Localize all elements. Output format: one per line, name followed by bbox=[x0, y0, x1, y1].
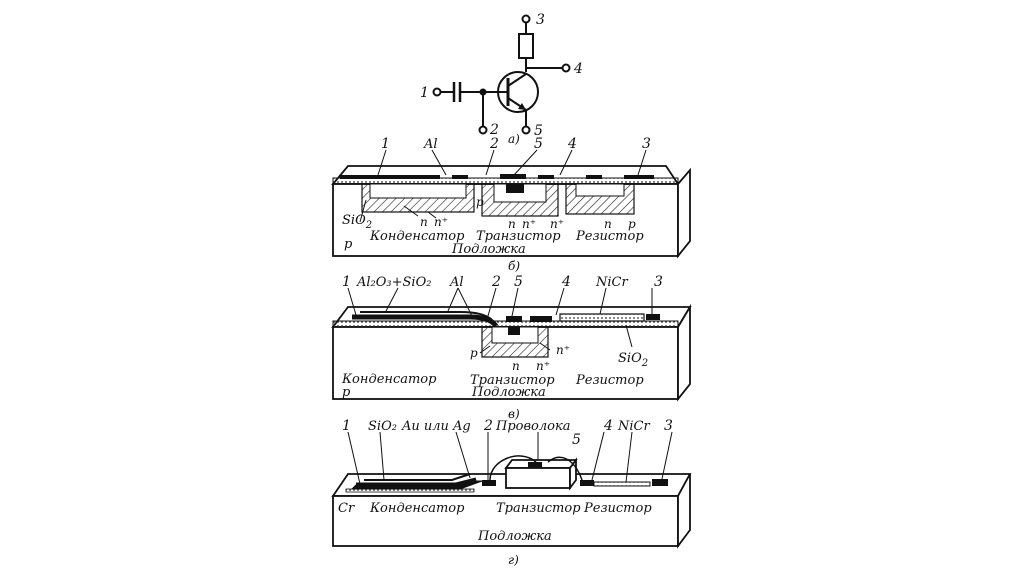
b-label-p-base: p bbox=[476, 195, 484, 209]
b-label-transistor: Транзистор bbox=[476, 229, 561, 244]
b-callout-3: 3 bbox=[642, 136, 651, 152]
panel-g-labels: 1 SiO₂ Au или Ag 2 Проволока 5 4 NiCr 3 … bbox=[338, 418, 673, 567]
terminal-label-1: 1 bbox=[420, 85, 429, 101]
g-callout-5: 5 bbox=[572, 432, 581, 448]
b-callout-al: Al bbox=[423, 137, 438, 152]
g-label-resistor: Резистор bbox=[583, 501, 652, 516]
v-callout-4: 4 bbox=[561, 274, 571, 290]
v-label-substrate: Подложка bbox=[471, 385, 546, 400]
terminal-label-4: 4 bbox=[573, 61, 583, 77]
g-callout-au-ag: Au или Ag bbox=[401, 419, 471, 434]
terminal-label-3: 3 bbox=[536, 12, 545, 28]
g-callout-2: 2 bbox=[483, 418, 493, 434]
g-label-transistor: Транзистор bbox=[496, 501, 581, 516]
b-label-sio2: SiO2 bbox=[342, 213, 372, 231]
b-label-p-res: p bbox=[628, 217, 636, 231]
caption-v: в) bbox=[508, 407, 520, 421]
b-label-n-tr: n bbox=[508, 217, 516, 231]
v-callout-2: 2 bbox=[491, 274, 501, 290]
v-callout-al2o3-sio2: Al₂O₃+SiO₂ bbox=[356, 275, 431, 290]
terminal-label-2: 2 bbox=[489, 122, 499, 138]
g-callout-nicr: NiCr bbox=[617, 419, 650, 434]
g-label-substrate: Подложка bbox=[477, 529, 552, 544]
v-label-sio2: SiO2 bbox=[618, 351, 648, 369]
v-callout-5: 5 bbox=[514, 274, 523, 290]
b-label-resistor: Резистор bbox=[575, 229, 644, 244]
v-label-n-plus: n⁺ bbox=[536, 359, 550, 373]
b-callout-1: 1 bbox=[381, 136, 390, 152]
caption-g: г) bbox=[508, 553, 519, 567]
v-label-p-substrate: p bbox=[342, 385, 351, 400]
caption-a: а) bbox=[508, 132, 520, 146]
v-label-n: n bbox=[512, 359, 520, 373]
b-label-substrate: Подложка bbox=[451, 242, 526, 257]
b-label-p-substrate: p bbox=[344, 237, 353, 252]
panel-v-labels: 1 Al₂O₃+SiO₂ Al 2 5 4 NiCr 3 p n n⁺ n⁺ S… bbox=[341, 274, 663, 421]
panel-b-callouts bbox=[359, 149, 647, 223]
v-callout-1: 1 bbox=[342, 274, 351, 290]
panel-g-cross-section bbox=[331, 455, 692, 549]
v-label-n-plus-2: n⁺ bbox=[556, 343, 570, 357]
v-callout-3: 3 bbox=[654, 274, 663, 290]
panel-b-labels: 1 Al 2 5 4 3 SiO2 p Конденсатор Транзист… bbox=[342, 136, 651, 273]
b-label-n-cap: n bbox=[420, 215, 428, 229]
v-label-transistor: Транзистор bbox=[470, 373, 555, 388]
transistor-schematic bbox=[432, 14, 571, 135]
schematic-labels: 1 2 3 4 5 а) bbox=[420, 12, 583, 146]
g-callout-sio2: SiO₂ bbox=[368, 419, 397, 434]
caption-b: б) bbox=[508, 259, 520, 273]
g-callout-wire: Проволока bbox=[495, 419, 571, 434]
g-callout-4: 4 bbox=[603, 418, 613, 434]
v-label-resistor: Резистор bbox=[575, 373, 644, 388]
b-label-n-plus-tr: n⁺ bbox=[522, 217, 536, 231]
b-label-capacitor: Конденсатор bbox=[369, 229, 465, 244]
g-callout-3: 3 bbox=[664, 418, 673, 434]
b-label-n-res: n bbox=[604, 217, 612, 231]
terminal-label-5: 5 bbox=[534, 123, 543, 139]
b-callout-5: 5 bbox=[534, 136, 543, 152]
v-label-capacitor: Конденсатор bbox=[341, 372, 437, 387]
g-label-cr: Cr bbox=[338, 501, 355, 516]
v-callout-nicr: NiCr bbox=[595, 275, 628, 290]
b-label-n-plus-cap: n⁺ bbox=[434, 215, 448, 229]
g-label-capacitor: Конденсатор bbox=[369, 501, 465, 516]
v-label-p-base: p bbox=[470, 346, 478, 360]
panel-g-callouts bbox=[347, 431, 673, 485]
panel-v-callouts bbox=[347, 287, 653, 354]
b-callout-2: 2 bbox=[489, 136, 499, 152]
b-callout-4: 4 bbox=[567, 136, 577, 152]
v-callout-al: Al bbox=[449, 275, 464, 290]
b-label-n-plus-tr-2: n⁺ bbox=[550, 217, 564, 231]
g-callout-1: 1 bbox=[342, 418, 351, 434]
panel-b-cross-section bbox=[331, 165, 691, 259]
